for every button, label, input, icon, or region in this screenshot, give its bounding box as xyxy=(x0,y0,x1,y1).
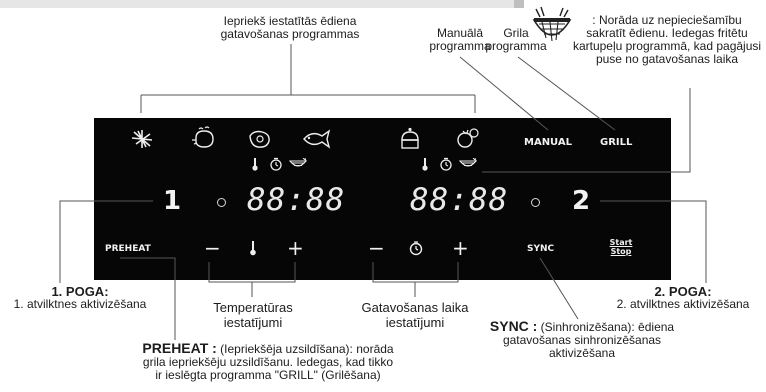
preheat-callout-line3: ir ieslēgta programma "GRILL" (Grilēšana… xyxy=(155,368,381,382)
header-strip xyxy=(0,0,524,8)
preheat-button[interactable]: PREHEAT xyxy=(105,244,151,254)
zone-2-button[interactable]: 2 xyxy=(572,186,591,216)
timer-icon xyxy=(409,241,423,256)
thermometer-icon xyxy=(252,158,258,171)
zone-2-indicator xyxy=(531,198,540,207)
sync-leader xyxy=(539,257,579,320)
time-settings-callout: Gatavošanas laika iestatījumi xyxy=(350,300,480,330)
shake-leader xyxy=(482,88,691,173)
temp-plus-button[interactable]: + xyxy=(287,236,304,260)
start-stop-button[interactable]: Start Stop xyxy=(609,238,633,256)
preheat-callout-line2: grila iepriekšēju uzsildīšanu. Iedegas, … xyxy=(142,355,394,369)
button2-desc: 2. atvilktnes aktivizēšana xyxy=(616,297,750,311)
shake-icon xyxy=(459,158,477,167)
manual-callout-line2: programma xyxy=(429,39,491,53)
preset-programs-callout: Iepriekš iestatītās ēdiena gatavošanas p… xyxy=(180,15,400,41)
zone-1-button[interactable]: 1 xyxy=(163,186,182,216)
shake-callout: : Norāda uz nepieciešamību sakratīt ēdie… xyxy=(568,14,766,66)
thermometer-icon xyxy=(250,241,256,256)
preheat-callout-line1: PREHEAT : (Iepriekšēja uzsildīšana): nor… xyxy=(134,340,402,356)
chicken-icon[interactable] xyxy=(190,126,218,152)
zone-1-indicator xyxy=(217,198,226,207)
fries-icon[interactable] xyxy=(130,128,156,150)
button1-title: 1. POGA: xyxy=(51,284,109,299)
grill-callout: Grila programma xyxy=(480,27,552,53)
status-icons-left xyxy=(251,157,321,171)
temp-callout-line2: iestatījumi xyxy=(223,315,283,330)
manual-callout-line1: Manuālā xyxy=(436,26,484,40)
temp-settings-callout: Temperatūras iestatījumi xyxy=(198,300,308,330)
timer-icon xyxy=(440,157,452,171)
fish-icon[interactable] xyxy=(300,128,332,150)
grill-leader xyxy=(517,56,616,131)
sync-rest: (Sinhronizēšana): ēdiena xyxy=(537,320,675,334)
time-callout-line2: iestatījumi xyxy=(385,315,445,330)
cake-icon[interactable] xyxy=(397,126,423,152)
preset-bracket xyxy=(140,44,476,113)
preheat-leader xyxy=(120,257,176,340)
grill-callout-line1: Grila xyxy=(503,26,529,40)
grill-button[interactable]: GRILL xyxy=(600,137,633,148)
button1-leader xyxy=(59,200,153,283)
time-callout-line1: Gatavošanas laika xyxy=(361,300,469,315)
button2-leader xyxy=(600,200,707,283)
sync-button[interactable]: SYNC xyxy=(527,244,555,254)
vegetables-icon[interactable] xyxy=(454,125,482,153)
thermometer-icon xyxy=(422,158,428,171)
time-plus-button[interactable]: + xyxy=(452,236,469,260)
stop-label: Stop xyxy=(610,247,632,256)
start-label: Start xyxy=(609,238,633,247)
temp-minus-button[interactable]: − xyxy=(204,236,221,260)
shake-callout-line2: sakratīt ēdienu. Iedegas fritētu xyxy=(586,26,748,40)
time-minus-button[interactable]: − xyxy=(368,236,385,260)
zone-1-display: 88:88 xyxy=(247,182,346,218)
sync-callout-line1: SYNC : (Sinhronizēšana): ēdiena xyxy=(473,318,691,334)
button1-desc: 1. atvilktnes aktivizēšana xyxy=(13,297,147,311)
shake-icon xyxy=(289,158,307,167)
button2-title: 2. POGA: xyxy=(654,284,712,299)
shake-callout-line1: : Norāda uz nepieciešamību xyxy=(592,13,742,27)
control-panel xyxy=(94,118,671,280)
status-icons-right xyxy=(421,157,491,171)
preheat-title: PREHEAT : xyxy=(142,340,217,356)
shake-callout-line3: kartupeļu programmā, kad pagājusi xyxy=(572,39,762,53)
shake-callout-line4: puse no gatavošanas laika xyxy=(595,52,739,66)
preset-callout-line2: gatavošanas programmas xyxy=(220,27,360,41)
shake-basket-icon xyxy=(532,6,572,42)
preheat-rest: (Iepriekšēja uzsildīšana): norāda xyxy=(216,342,394,356)
sync-title: SYNC : xyxy=(489,318,538,334)
grill-callout-line2: programma xyxy=(485,39,547,53)
time-bracket xyxy=(372,262,459,297)
preset-callout-line1: Iepriekš iestatītās ēdiena xyxy=(223,14,357,28)
manual-leader xyxy=(459,56,549,131)
zone-2-display: 88:88 xyxy=(410,182,509,218)
button2-callout: 2. POGA: 2. atvilktnes aktivizēšana xyxy=(600,285,766,311)
timer-icon xyxy=(270,157,282,171)
button1-callout: 1. POGA: 1. atvilktnes aktivizēšana xyxy=(0,285,160,311)
sync-callout: SYNC : (Sinhronizēšana): ēdiena gatavoša… xyxy=(473,318,691,360)
preheat-callout: PREHEAT : (Iepriekšēja uzsildīšana): nor… xyxy=(134,340,402,382)
sync-callout-line3: aktivizēšana xyxy=(548,346,616,360)
steak-icon[interactable] xyxy=(246,128,274,152)
temp-bracket xyxy=(208,262,296,297)
sync-callout-line2: gatavošanas sinhronizēšanas xyxy=(502,333,662,347)
temp-callout-line1: Temperatūras xyxy=(213,300,293,315)
manual-button[interactable]: MANUAL xyxy=(524,137,572,148)
manual-callout: Manuālā programma xyxy=(412,27,508,53)
